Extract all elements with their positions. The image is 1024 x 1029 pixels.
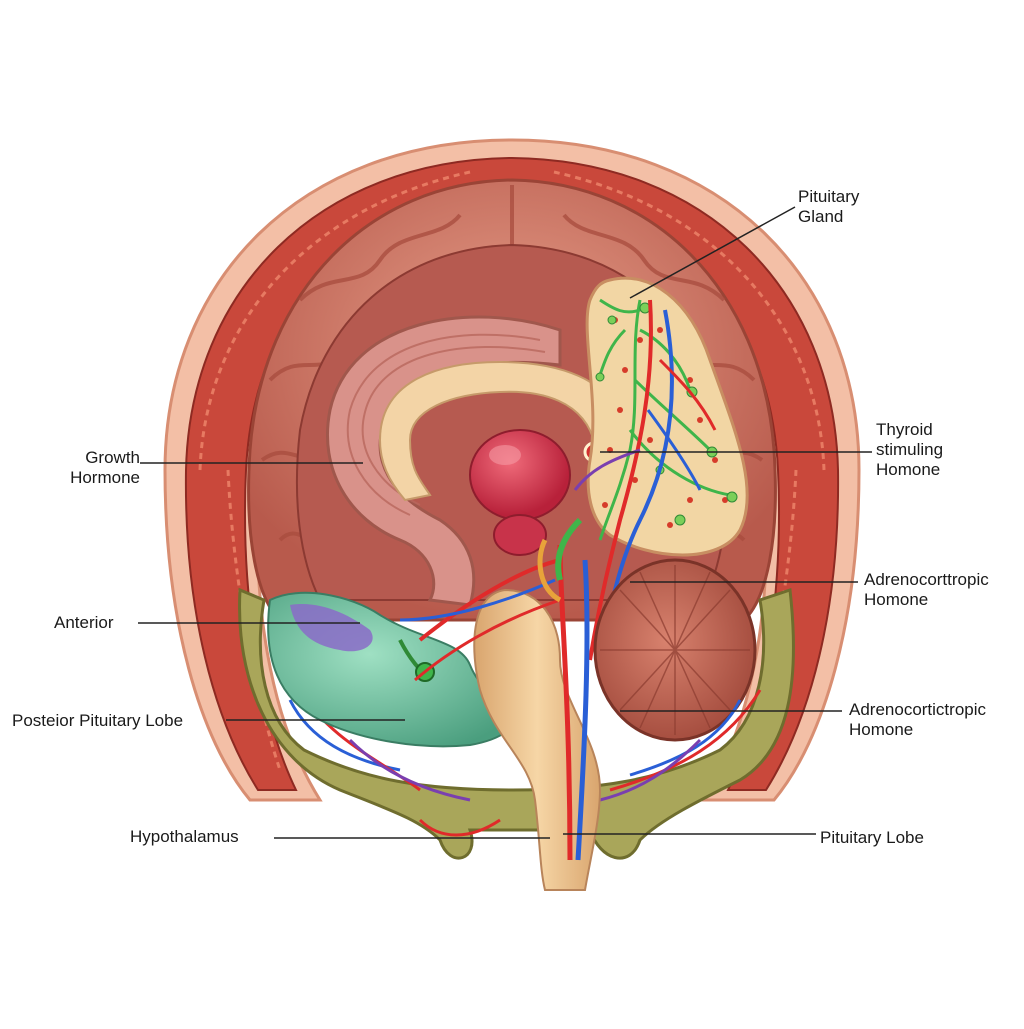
label-hypothalamus: Hypothalamus [130,827,239,847]
label-thyroid-stimulating-hormone: Thyroid stimuling Homone [876,420,943,480]
label-hypothalamus-text: Hypothalamus [130,827,239,846]
label-pituitary-gland-line1: Pituitary [798,187,860,206]
pituitary-gland-lobe [585,276,749,557]
leader-lines [138,206,872,839]
label-acth-lower-line1: Adrenocortictropic [849,700,987,719]
label-growth-hormone: Growth Hormone [52,448,140,488]
label-thyroid-line3: Homone [876,460,941,479]
label-growth-hormone-line1: Growth [85,448,140,467]
label-pituitary-gland: Pituitary Gland [798,187,859,227]
label-acth-upper-line1: Adrenocorttropic [864,570,989,589]
cranial-base [238,587,795,860]
label-posterior-pituitary-lobe: Posteior Pituitary Lobe [12,711,183,731]
label-pituitary-gland-line2: Gland [798,207,844,226]
base-vessels [288,689,762,837]
label-anterior-text: Anterior [54,613,114,632]
label-anterior: Anterior [54,613,114,633]
gland-dots [602,317,728,528]
thalamus [469,429,571,521]
label-thyroid-line2: stimuling [876,440,944,459]
label-growth-hormone-line2: Hormone [70,468,140,487]
label-pituitary-lobe: Pituitary Lobe [820,828,924,848]
label-posterior-text: Posteior Pituitary Lobe [12,711,184,730]
corpus-callosum [378,360,622,502]
label-acth-upper: Adrenocorttropic Homone [864,570,989,610]
label-pituitary-lobe-text: Pituitary Lobe [820,828,924,847]
label-acth-lower-line2: Homone [849,720,914,739]
label-thyroid-line1: Thyroid [876,420,933,439]
label-acth-lower: Adrenocortictropic Homone [849,700,986,740]
label-acth-upper-line2: Homone [864,590,929,609]
